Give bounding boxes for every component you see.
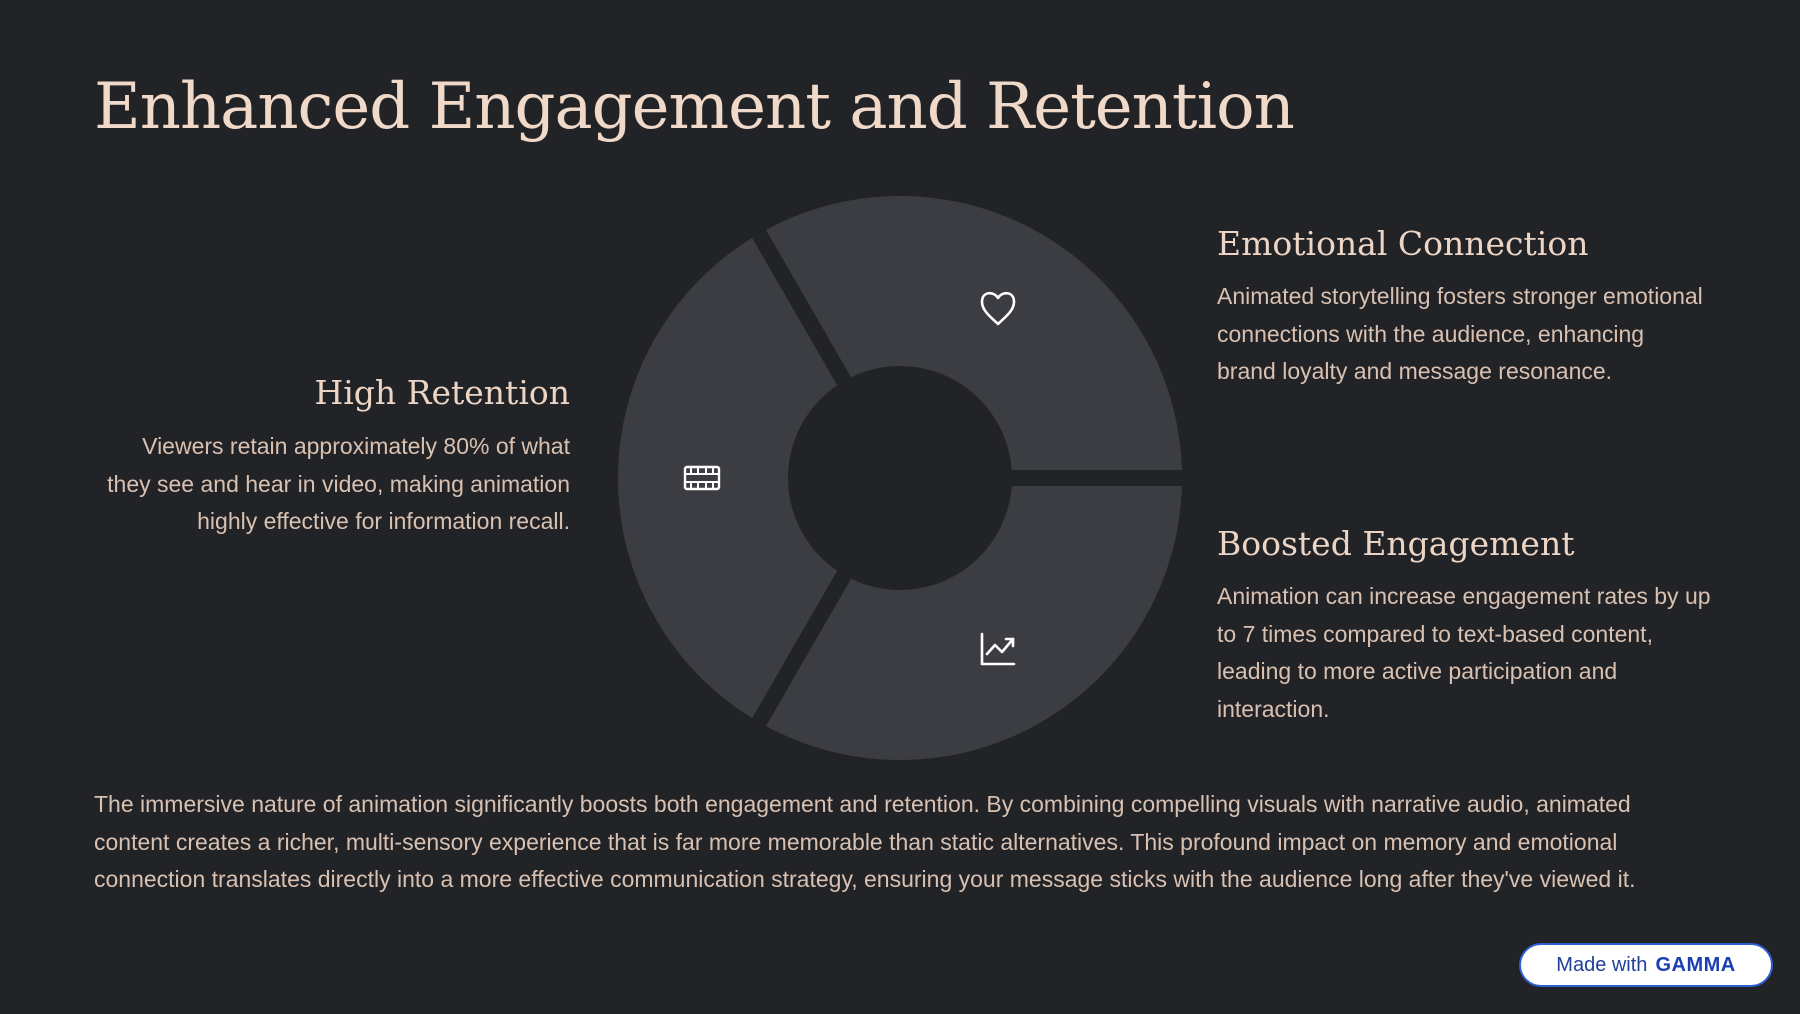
film-strip-icon — [683, 465, 721, 491]
emotional-connection-title: Emotional Connection — [1217, 224, 1589, 263]
page-title: Enhanced Engagement and Retention — [94, 70, 1295, 144]
donut-diagram — [618, 196, 1182, 760]
badge-prefix: Made with — [1556, 953, 1648, 976]
emotional-connection-description: Animated storytelling fosters stronger e… — [1217, 283, 1703, 384]
heart-icon — [980, 291, 1016, 326]
summary-paragraph: The immersive nature of animation signif… — [94, 791, 1636, 892]
donut-segment-emotional — [765, 196, 1182, 471]
made-with-gamma-badge[interactable]: Made with GAMMA — [1519, 943, 1773, 987]
chart-trend-icon — [980, 632, 1016, 666]
donut-segment-retention — [618, 237, 838, 719]
gamma-logo: GAMMA — [1655, 953, 1736, 976]
donut-segment-engagement — [765, 486, 1182, 760]
boosted-engagement-description: Animation can increase engagement rates … — [1217, 583, 1711, 722]
retention-description: Viewers retain approximately 80% of what… — [107, 433, 570, 534]
boosted-engagement-title: Boosted Engagement — [1217, 524, 1575, 563]
retention-title: High Retention — [314, 373, 570, 412]
